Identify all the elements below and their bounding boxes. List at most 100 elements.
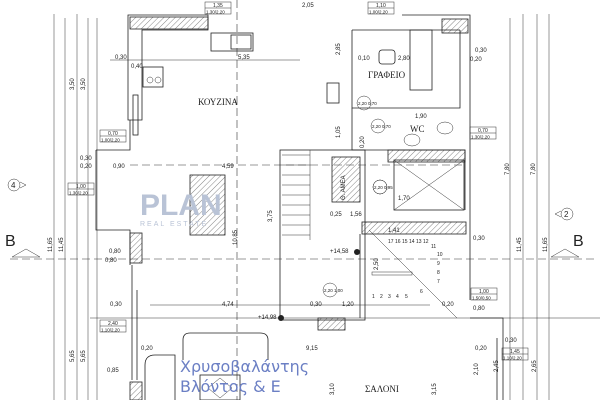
kitchen-fixtures bbox=[132, 32, 254, 236]
svg-text:2,20 0,70: 2,20 0,70 bbox=[358, 101, 377, 106]
svg-text:3,10: 3,10 bbox=[330, 383, 336, 395]
svg-text:+14,58: +14,58 bbox=[330, 249, 349, 255]
svg-text:7,80: 7,80 bbox=[505, 163, 511, 175]
right-dimension-lines bbox=[509, 14, 550, 400]
opening-tag: 1,001,50/0,50 bbox=[470, 287, 498, 301]
room-label-living: ΣΑΛΟΝΙ bbox=[365, 384, 399, 394]
opening-width: 1,10 bbox=[376, 3, 386, 9]
elevator-label: Θ. ΑΜΕΑ bbox=[341, 175, 347, 200]
stair-step-number: 3 bbox=[388, 294, 391, 300]
door-tags: 2,20 0,70 2,20 0,70 2,20 0,95 2,20 1,00 bbox=[322, 95, 393, 298]
opening-size: 1,30/2,20 bbox=[69, 191, 88, 196]
opening-size: 1,30/2,20 bbox=[471, 135, 490, 140]
svg-text:2,65: 2,65 bbox=[532, 360, 538, 372]
svg-text:0,30: 0,30 bbox=[310, 302, 322, 308]
svg-text:2,45: 2,45 bbox=[494, 360, 500, 372]
svg-text:3,15: 3,15 bbox=[432, 383, 438, 395]
svg-text:0,25: 0,25 bbox=[330, 212, 342, 218]
opening-tag: 2,401,10/2,20 bbox=[99, 319, 127, 333]
opening-size: 1,50/0,50 bbox=[472, 296, 491, 301]
svg-text:2,20 0,70: 2,20 0,70 bbox=[372, 124, 391, 129]
svg-text:2,10: 2,10 bbox=[474, 363, 480, 375]
axis-marker-4: 4 bbox=[7, 178, 27, 192]
axis-marker-2: 2 bbox=[554, 207, 574, 221]
opening-tag: 0,701,00/2,20 bbox=[99, 129, 127, 143]
svg-text:2,80: 2,80 bbox=[398, 56, 410, 62]
stair-step-number: 9 bbox=[437, 261, 440, 267]
stair-winder bbox=[411, 272, 427, 288]
stair-step-number: 14 bbox=[409, 239, 415, 245]
opening-tags: 1,351,30/2,201,101,00/2,200,701,00/2,200… bbox=[67, 1, 529, 361]
dining-table bbox=[189, 174, 226, 236]
svg-text:3,50: 3,50 bbox=[81, 78, 87, 90]
svg-text:B: B bbox=[5, 233, 16, 250]
opening-width: 1,45 bbox=[510, 349, 520, 355]
svg-text:1,20: 1,20 bbox=[342, 302, 354, 308]
svg-text:1,90: 1,90 bbox=[415, 114, 427, 120]
svg-text:10,85: 10,85 bbox=[233, 229, 239, 245]
opening-size: 1,00/2,20 bbox=[101, 138, 120, 143]
svg-text:0,20: 0,20 bbox=[360, 136, 366, 148]
stair-step-number: 8 bbox=[437, 270, 440, 276]
stair-step-number: 17 bbox=[388, 239, 394, 245]
svg-text:0,40: 0,40 bbox=[131, 64, 143, 70]
svg-text:2,05: 2,05 bbox=[302, 3, 314, 9]
svg-text:0,20: 0,20 bbox=[141, 346, 153, 352]
svg-text:2,20 0,95: 2,20 0,95 bbox=[374, 185, 393, 190]
section-marker-right: B bbox=[550, 233, 584, 258]
level-marks: +14,58 +14,98 bbox=[258, 249, 360, 321]
opening-tag: 1,351,30/2,20 bbox=[204, 1, 232, 15]
stair-step-number: 7 bbox=[437, 279, 440, 285]
svg-text:4,74: 4,74 bbox=[222, 302, 234, 308]
svg-text:9,15: 9,15 bbox=[306, 346, 318, 352]
svg-text:1,56: 1,56 bbox=[350, 212, 362, 218]
opening-tag: 1,001,30/2,20 bbox=[67, 182, 95, 196]
room-label-office: ΓΡΑΦΕΙΟ bbox=[368, 70, 406, 80]
svg-text:5,65: 5,65 bbox=[70, 350, 76, 362]
svg-text:+14,98: +14,98 bbox=[258, 315, 277, 321]
svg-text:5,35: 5,35 bbox=[238, 55, 250, 61]
svg-text:1,41: 1,41 bbox=[388, 228, 400, 234]
walls bbox=[95, 14, 504, 400]
svg-text:4: 4 bbox=[11, 181, 16, 190]
svg-text:PLAN: PLAN bbox=[140, 189, 222, 222]
room-label-wc: WC bbox=[410, 124, 425, 134]
svg-text:2,20 1,00: 2,20 1,00 bbox=[324, 288, 343, 293]
svg-text:3,50: 3,50 bbox=[70, 78, 76, 90]
opening-width: 2,40 bbox=[108, 321, 118, 327]
opening-size: 1,10/2,20 bbox=[101, 328, 120, 333]
svg-text:11,45: 11,45 bbox=[517, 237, 523, 252]
stair-step-number: 13 bbox=[416, 239, 422, 245]
svg-text:REAL ESTATE: REAL ESTATE bbox=[140, 221, 208, 228]
svg-text:0,30: 0,30 bbox=[80, 156, 92, 162]
stair-step-number: 2 bbox=[380, 294, 383, 300]
office-furniture bbox=[326, 29, 454, 147]
elevator bbox=[331, 156, 388, 203]
svg-text:11,65: 11,65 bbox=[48, 237, 54, 252]
opening-width: 1,00 bbox=[76, 184, 86, 190]
stair-step-number: 11 bbox=[431, 244, 436, 250]
opening-tag: 1,101,00/2,20 bbox=[367, 1, 395, 15]
svg-text:0,20: 0,20 bbox=[442, 302, 454, 308]
svg-text:0,90: 0,90 bbox=[113, 164, 125, 170]
svg-text:0,30: 0,30 bbox=[475, 48, 487, 54]
stair-step-number: 10 bbox=[437, 252, 443, 258]
opening-width: 1,35 bbox=[213, 3, 223, 9]
svg-text:0,80: 0,80 bbox=[473, 306, 485, 312]
stair-step-number: 1 bbox=[372, 294, 375, 300]
svg-text:4,59: 4,59 bbox=[222, 164, 234, 170]
stair-step-number: 6 bbox=[420, 289, 423, 295]
stair-winder bbox=[369, 230, 413, 274]
svg-text:1,05: 1,05 bbox=[336, 126, 342, 138]
living-furniture bbox=[144, 332, 269, 400]
svg-text:0,10: 0,10 bbox=[358, 56, 370, 62]
opening-width: 0,70 bbox=[108, 131, 118, 137]
stair-step-number: 16 bbox=[395, 239, 401, 245]
svg-text:0,20: 0,20 bbox=[475, 346, 487, 352]
room-label-kitchen: ΚΟΥΖΙΝΑ bbox=[198, 97, 238, 107]
opening-size: 1,00/2,20 bbox=[369, 10, 388, 15]
svg-text:0,20: 0,20 bbox=[470, 57, 482, 63]
